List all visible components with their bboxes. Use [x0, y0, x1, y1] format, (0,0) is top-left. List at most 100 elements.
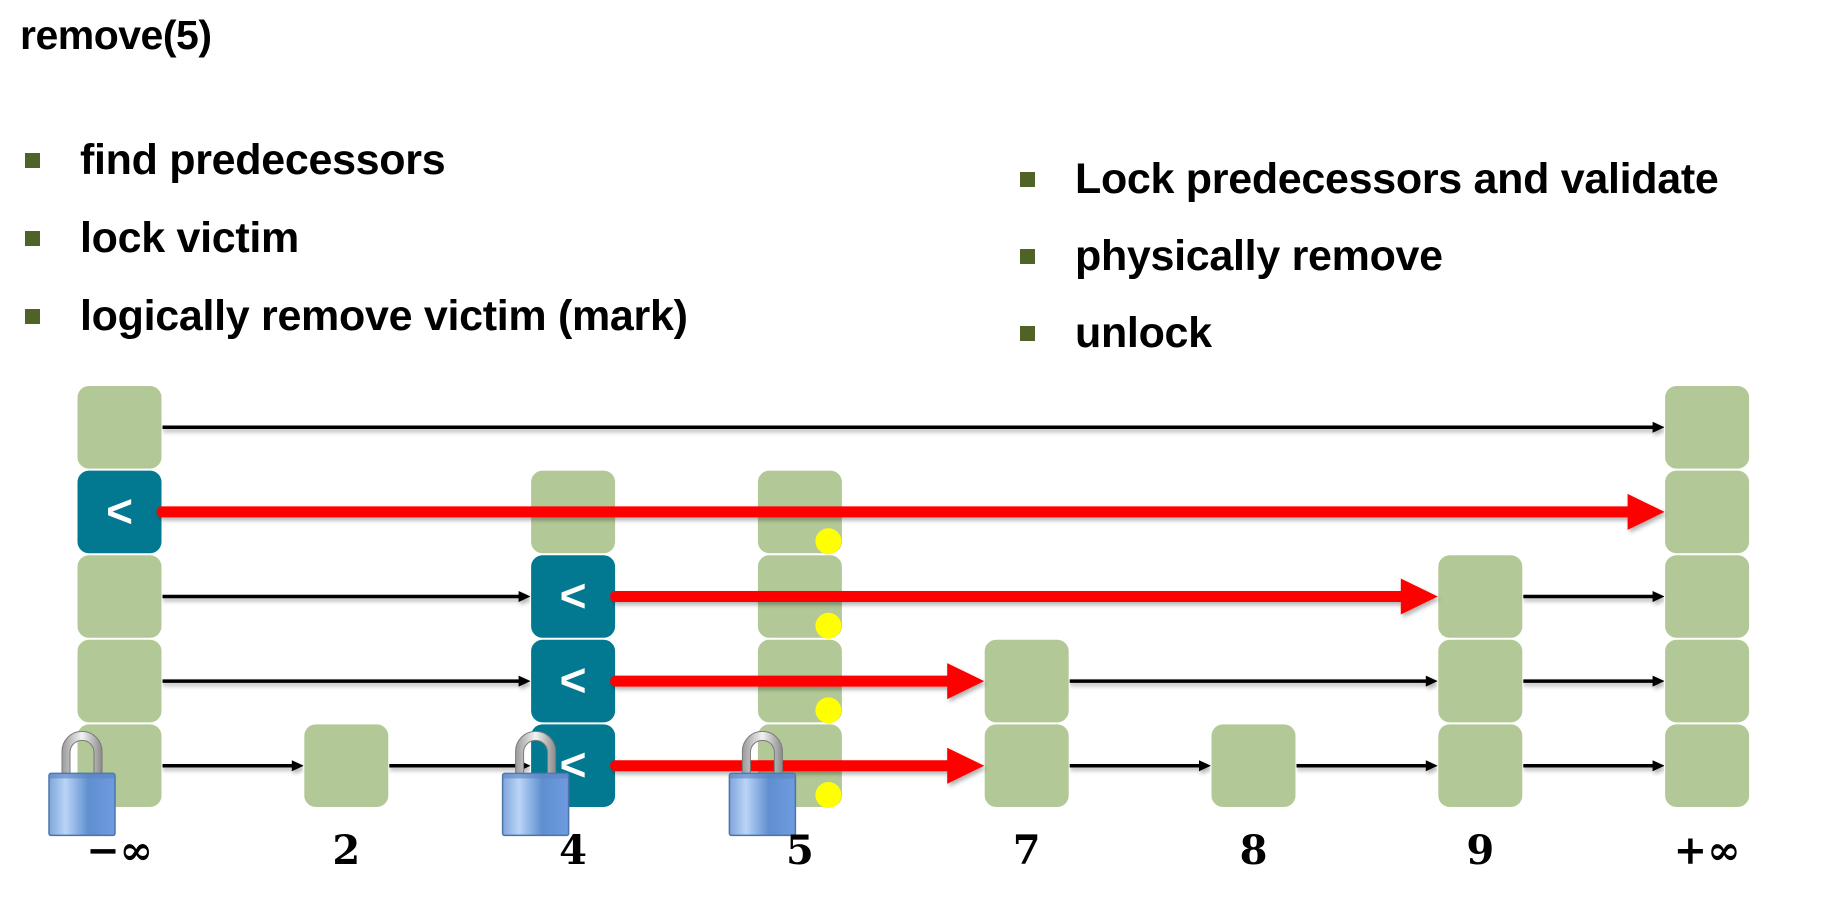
pointer-arrow: [160, 760, 304, 772]
node-level: [1664, 723, 1751, 809]
node-box: [1437, 723, 1524, 809]
square-bullet-icon: [1020, 172, 1035, 187]
bullet-text: find predecessors: [80, 136, 446, 184]
node-level: [76, 554, 163, 639]
arrowhead-icon: [518, 591, 531, 602]
node-box: [983, 638, 1070, 724]
arrowhead-icon: [1652, 421, 1665, 433]
node-box: [1664, 469, 1751, 555]
arrowhead-icon: [1199, 760, 1211, 772]
arrowhead-icon: [1652, 675, 1665, 687]
arrowhead-icon: [1627, 493, 1665, 530]
node-level: [1664, 554, 1751, 639]
node-key-label: 8: [1240, 827, 1268, 874]
node-level: [1437, 723, 1524, 809]
arrowhead-icon: [291, 760, 304, 772]
node-key-label: 9: [1466, 827, 1494, 874]
bullet-item: physically remove: [1020, 231, 1718, 308]
arrowhead-icon: [1652, 591, 1665, 602]
node-level: [1664, 469, 1751, 555]
lock-layer: [48, 730, 797, 837]
node-key-label: −∞: [86, 827, 153, 874]
bullet-text: physically remove: [1075, 232, 1443, 280]
pointer-arrow: [1521, 591, 1665, 602]
predecessor-node-level: <: [530, 638, 617, 724]
mark-dot-icon: [815, 612, 842, 639]
arrowhead-icon: [1425, 675, 1438, 687]
bullet-item: unlock: [1020, 308, 1718, 385]
pointer-arrow: [1294, 760, 1438, 772]
bullet-item: Lock predecessors and validate: [1020, 154, 1719, 231]
bullet-text: Lock predecessors and validate: [1075, 155, 1719, 203]
node-box: [983, 723, 1070, 809]
node-level: [76, 638, 163, 724]
square-bullet-icon: [25, 309, 40, 324]
node-level: [1210, 723, 1297, 809]
arrowhead-icon: [1652, 760, 1665, 772]
node-box: [1664, 723, 1751, 809]
node-level: [983, 638, 1070, 724]
pointer-layer: [160, 421, 1665, 772]
node-key-label: 5: [786, 827, 814, 874]
left-bullet-list: find predecessors lock victim logically …: [25, 135, 688, 369]
highlight-pointer-arrow: [610, 578, 1438, 615]
node-key-label: 2: [332, 827, 360, 874]
arrowhead-icon: [947, 663, 985, 700]
node-box: [76, 554, 163, 639]
slide-title: remove(5): [20, 12, 212, 58]
arrowhead-icon: [1425, 760, 1438, 772]
bullet-text: unlock: [1075, 309, 1212, 357]
padlock-icon: [501, 730, 570, 837]
node-key-label: 7: [1013, 827, 1041, 874]
mark-dot-icon: [815, 528, 842, 555]
node-box: [76, 385, 163, 470]
bullet-item: lock victim: [25, 213, 688, 291]
less-than-icon: <: [560, 570, 587, 622]
node-key-label: +∞: [1674, 827, 1741, 874]
pointer-arrow: [1521, 675, 1665, 687]
mark-dot-icon: [815, 697, 842, 724]
bullet-item: logically remove victim (mark): [25, 291, 688, 369]
right-bullet-list: Lock predecessors and validate physicall…: [1020, 154, 1719, 385]
bullet-text: lock victim: [80, 214, 299, 262]
pointer-arrow: [387, 760, 531, 772]
key-label-layer: −∞ 2 4 5 7 8 9 +∞: [86, 827, 1740, 874]
node-level: [76, 385, 163, 470]
square-bullet-icon: [25, 231, 40, 246]
node-box: [1664, 385, 1751, 470]
arrowhead-icon: [518, 675, 531, 687]
node-box: [1664, 554, 1751, 639]
highlight-pointer-arrow: [610, 663, 985, 700]
node-box: [1664, 638, 1751, 724]
bullet-text: logically remove victim (mark): [80, 292, 688, 340]
square-bullet-icon: [25, 153, 40, 168]
pointer-arrow: [160, 591, 531, 602]
node-key-label: 4: [559, 827, 587, 874]
pointer-arrow: [160, 421, 1665, 433]
node-box: [1437, 554, 1524, 639]
node-level: [1664, 385, 1751, 470]
node-level: [1664, 638, 1751, 724]
highlight-pointer-arrow: [156, 493, 1665, 530]
square-bullet-icon: [1020, 326, 1035, 341]
predecessor-node-level: <: [76, 469, 163, 555]
node-level: [303, 723, 390, 809]
square-bullet-icon: [1020, 249, 1035, 264]
node-box: [1210, 723, 1297, 809]
pointer-arrow: [1067, 760, 1211, 772]
padlock-icon: [48, 730, 116, 837]
predecessor-node-level: <: [530, 554, 617, 639]
arrowhead-icon: [947, 747, 985, 784]
node-box: [76, 638, 163, 724]
node-box: [303, 723, 390, 809]
highlight-pointer-layer: [156, 493, 1665, 784]
less-than-icon: <: [560, 654, 587, 706]
mark-dot-icon: [815, 782, 842, 808]
mark-dot-layer: [815, 528, 842, 808]
pointer-arrow: [1067, 675, 1438, 687]
pointer-arrow: [160, 675, 531, 687]
node-level: [1437, 638, 1524, 724]
pointer-arrow: [1521, 760, 1665, 772]
padlock-icon: [728, 730, 797, 837]
